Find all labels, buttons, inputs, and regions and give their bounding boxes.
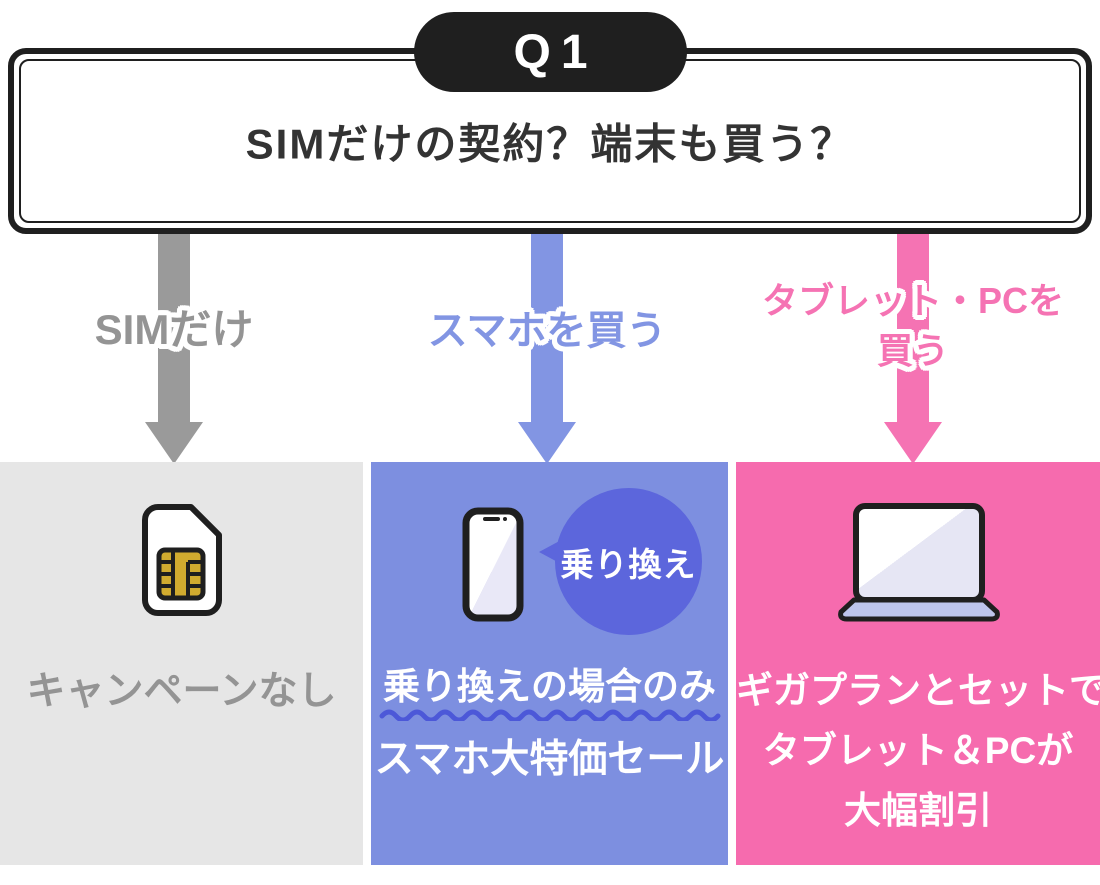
- result-text-tablet-pc-3: 大幅割引: [844, 790, 992, 831]
- question-badge: Q1: [414, 12, 687, 92]
- down-arrow-icon: [884, 230, 942, 464]
- question-title: SIMだけの契約？端末も買う？: [245, 120, 855, 168]
- sim-card-icon: [141, 504, 222, 616]
- result-card-smartphone: 乗り換え 乗り換えの場合のみ スマホ大特価セール: [371, 462, 728, 865]
- speech-bubble: 乗り換え: [555, 488, 702, 635]
- arrow-label-tablet-pc: タブレット・PCを 買う: [761, 280, 1065, 371]
- question-badge-label: Q1: [513, 25, 598, 79]
- speech-bubble-label: 乗り換え: [560, 545, 697, 583]
- arrow-label-smartphone: スマホを買う: [427, 309, 667, 353]
- result-card-sim-only: キャンペーンなし: [0, 462, 363, 865]
- laptop-icon: [838, 503, 1000, 622]
- wavy-underline-icon: [379, 709, 720, 721]
- result-text-sim-only: キャンペーンなし: [26, 670, 337, 713]
- down-arrow-icon: [518, 230, 576, 464]
- smartphone-icon: [462, 507, 524, 622]
- result-card-tablet-pc: ギガプランとセットで タブレット＆PCが 大幅割引: [736, 462, 1100, 865]
- result-text-smartphone-1: 乗り換えの場合のみ: [383, 666, 716, 707]
- result-text-tablet-pc-2: タブレット＆PCが: [762, 730, 1074, 771]
- result-text-smartphone-2: スマホ大特価セール: [374, 738, 725, 781]
- result-text-tablet-pc-1: ギガプランとセットで: [736, 670, 1100, 711]
- arrow-label-sim-only: SIMだけ: [94, 306, 254, 353]
- down-arrow-icon: [145, 230, 203, 464]
